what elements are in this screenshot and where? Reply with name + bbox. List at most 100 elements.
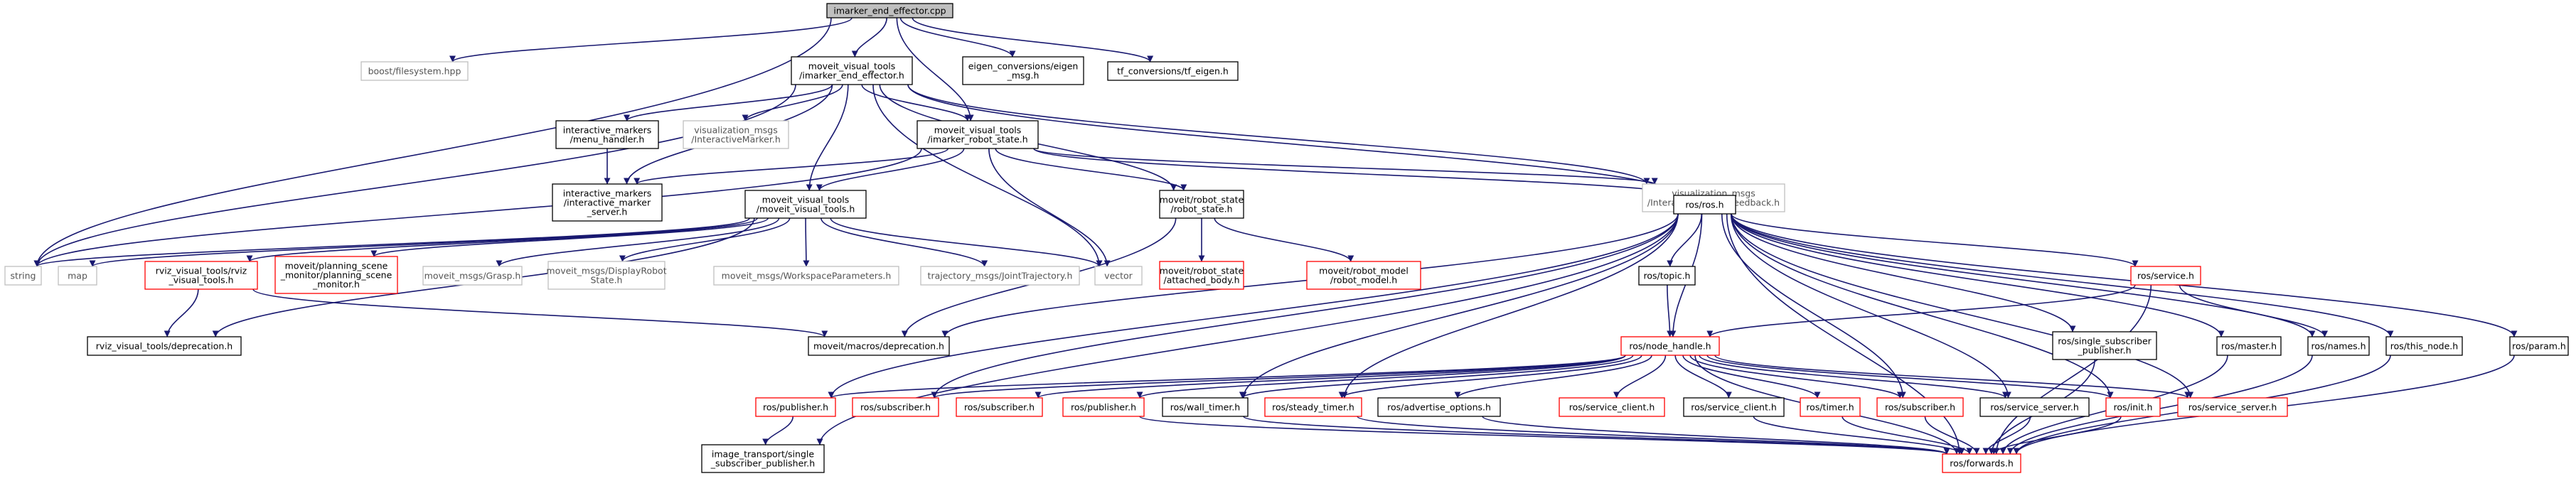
edge-init-to-forwards	[1990, 416, 2122, 455]
edge-rviz_vt-to-rviz_dep	[164, 288, 199, 337]
node-ros-ros[interactable]: ros/ros.h	[1673, 195, 1736, 215]
nodes-layer: imarker_end_effector.cppboost/filesystem…	[4, 3, 2569, 473]
node-box	[2177, 397, 2288, 417]
node-mvt-mvt[interactable]: moveit_visual_tools/moveit_visual_tools.…	[744, 190, 867, 219]
node-filesystem[interactable]: boost/filesystem.hpp	[360, 61, 469, 81]
node-traj[interactable]: trajectory_msgs/JointTrajectory.h	[920, 266, 1080, 286]
node-psm[interactable]: moveit/planning_scene_monitor/planning_s…	[274, 256, 398, 294]
node-label-line: _server.h	[587, 207, 628, 217]
node-single-sub-pub[interactable]: ros/single_subscriber_publisher.h	[2052, 331, 2157, 360]
node-viz-imarker[interactable]: visualization_msgs/InteractiveMarker.h	[683, 120, 789, 149]
node-robot-state[interactable]: moveit/robot_state/robot_state.h	[1159, 190, 1244, 219]
node-box	[808, 336, 950, 356]
node-vector[interactable]: vector	[1094, 266, 1143, 286]
edge-service_client2-to-forwards	[1753, 416, 1965, 455]
node-label-line: ros/service_server.h	[1990, 402, 2079, 413]
edge-ros_ros-to-subscriber1	[931, 213, 1679, 399]
node-init[interactable]: ros/init.h	[2105, 397, 2161, 417]
node-im-server[interactable]: interactive_markers/interactive_marker_s…	[552, 183, 663, 222]
node-label-line: ros/subscriber.h	[1885, 402, 1955, 413]
node-this-node[interactable]: ros/this_node.h	[2385, 336, 2463, 356]
node-string[interactable]: string	[4, 266, 42, 286]
edge-mvt_mrs-to-vector	[988, 148, 1111, 267]
node-mvt-mrs[interactable]: moveit_visual_tools/imarker_robot_state.…	[916, 120, 1039, 149]
node-box	[1264, 397, 1362, 417]
node-service-server2[interactable]: ros/service_server.h	[2177, 397, 2288, 417]
node-image-transport[interactable]: image_transport/single_subscriber_publis…	[701, 444, 825, 473]
node-label-line: ros/this_node.h	[2390, 341, 2458, 352]
node-label-line: ros/master.h	[2221, 341, 2277, 352]
node-robot-model[interactable]: moveit/robot_model/robot_model.h	[1306, 261, 1421, 290]
node-service-server1[interactable]: ros/service_server.h	[1979, 397, 2090, 417]
edge-mvt_mrs-to-mvt_mvt	[816, 148, 965, 191]
node-subscriber2[interactable]: ros/subscriber.h	[956, 397, 1043, 417]
node-rviz-vt[interactable]: rviz_visual_tools/rviz_visual_tools.h	[144, 261, 258, 290]
edge-mvt_mee-to-ros_ros	[907, 84, 1682, 196]
node-service-client1[interactable]: ros/service_client.h	[1559, 397, 1665, 417]
node-label-line: /attached_body.h	[1163, 275, 1239, 286]
edge-mvt_mee-to-viz_imfb	[907, 84, 1650, 185]
node-rviz-dep[interactable]: rviz_visual_tools/deprecation.h	[87, 336, 242, 356]
node-attached-body[interactable]: moveit/robot_state/attached_body.h	[1159, 261, 1244, 290]
node-service[interactable]: ros/service.h	[2130, 266, 2201, 286]
edge-node_handle-to-service_server2	[1714, 355, 2191, 399]
node-tf-conv[interactable]: tf_conversions/tf_eigen.h	[1107, 61, 1239, 81]
node-label-line: moveit_msgs/DisplayRobot	[546, 266, 666, 276]
node-node-handle[interactable]: ros/node_handle.h	[1620, 336, 1720, 356]
node-mvt-mee[interactable]: moveit_visual_tools/imarker_end_effector…	[791, 56, 913, 85]
node-label-line: moveit_visual_tools	[934, 125, 1021, 136]
node-label-line: rviz_visual_tools/deprecation.h	[96, 341, 233, 352]
edge-mvt_mee-to-vector	[872, 84, 1103, 267]
edge-service-to-node_handle	[1706, 284, 2136, 337]
edge-ros_ros-to-param	[1731, 213, 2518, 337]
edge-ros_ros-to-single_sub_pub	[1731, 213, 2076, 333]
node-label-line: trajectory_msgs/JointTrajectory.h	[928, 271, 1073, 281]
node-box	[1377, 397, 1501, 417]
node-label-line: ros/service_client.h	[1691, 402, 1777, 413]
edge-service-to-forwards	[1993, 284, 2152, 455]
node-box	[2509, 336, 2569, 356]
node-grasp[interactable]: moveit_msgs/Grasp.h	[422, 266, 523, 286]
node-master[interactable]: ros/master.h	[2216, 336, 2282, 356]
edge-ros_ros-to-master	[1731, 213, 2225, 337]
node-label-line: /imarker_robot_state.h	[927, 134, 1027, 145]
edge-mvt_mee-to-viz_imarker	[742, 84, 843, 121]
node-steady-timer[interactable]: ros/steady_timer.h	[1264, 397, 1362, 417]
node-names[interactable]: ros/names.h	[2307, 336, 2370, 356]
node-subscriber3[interactable]: ros/subscriber.h	[1876, 397, 1964, 417]
node-menu-handler[interactable]: interactive_markers/menu_handler.h	[555, 120, 659, 149]
node-box	[826, 3, 953, 18]
node-box	[1638, 266, 1696, 286]
node-box	[962, 56, 1084, 85]
edge-root-to-tf_conv	[912, 17, 1154, 63]
node-topic[interactable]: ros/topic.h	[1638, 266, 1696, 286]
node-box	[1876, 397, 1964, 417]
edge-node_handle-to-subscriber1	[931, 355, 1626, 399]
node-label-line: ros/publisher.h	[763, 402, 828, 413]
node-map[interactable]: map	[58, 266, 97, 286]
node-moveit-dep[interactable]: moveit/macros/deprecation.h	[808, 336, 950, 356]
edge-ros_ros-to-steady_timer	[1341, 213, 1679, 399]
node-box	[1559, 397, 1665, 417]
node-box	[1942, 453, 2021, 473]
node-forwards[interactable]: ros/forwards.h	[1942, 453, 2021, 473]
node-box	[1062, 397, 1145, 417]
node-publisher1[interactable]: ros/publisher.h	[755, 397, 836, 417]
node-wall-timer[interactable]: ros/wall_timer.h	[1162, 397, 1249, 417]
node-subscriber1[interactable]: ros/subscriber.h	[852, 397, 939, 417]
node-eigen-conv[interactable]: eigen_conversions/eigen_msg.h	[962, 56, 1084, 85]
node-label-line: ros/advertise_options.h	[1387, 402, 1491, 413]
node-publisher2[interactable]: ros/publisher.h	[1062, 397, 1145, 417]
node-box	[58, 266, 97, 286]
edge-topic-to-node_handle	[1667, 284, 1674, 337]
node-adv-options[interactable]: ros/advertise_options.h	[1377, 397, 1501, 417]
node-service-client2[interactable]: ros/service_client.h	[1683, 397, 1785, 417]
node-param[interactable]: ros/param.h	[2509, 336, 2569, 356]
node-label-line: moveit/robot_model	[1319, 266, 1409, 276]
node-label-line: ros/topic.h	[1644, 271, 1691, 281]
node-label-line: moveit/robot_state	[1160, 266, 1244, 276]
node-ws-params[interactable]: moveit_msgs/WorkspaceParameters.h	[713, 266, 899, 286]
edge-rviz_vt-to-moveit_dep	[252, 288, 828, 337]
node-timer[interactable]: ros/timer.h	[1800, 397, 1861, 417]
